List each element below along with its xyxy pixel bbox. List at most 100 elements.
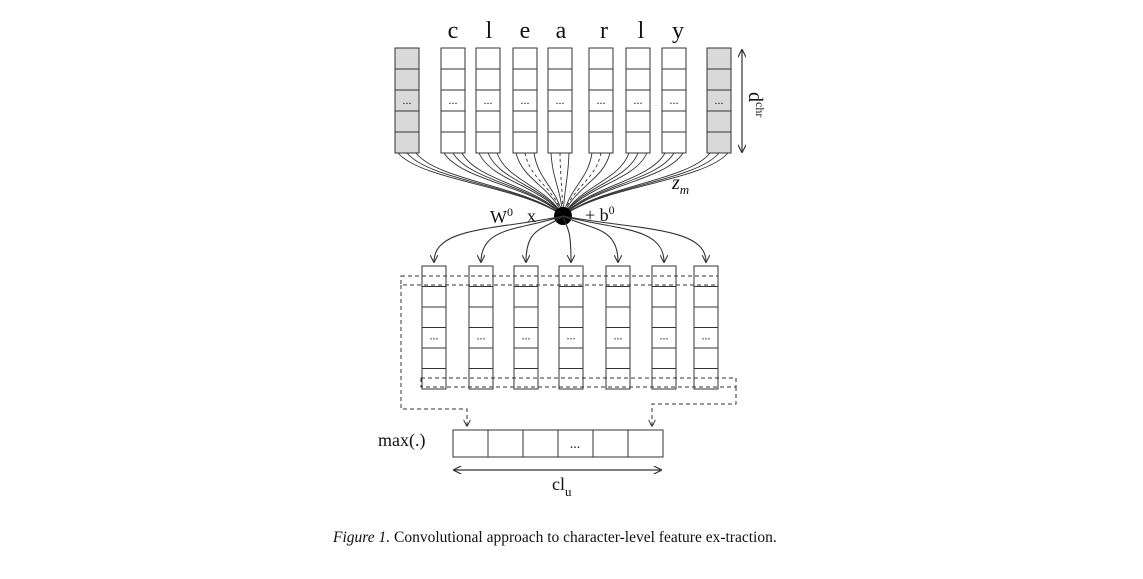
window-connection (562, 152, 648, 217)
char-embedding-column: ... (547, 47, 573, 154)
feature-cell (558, 347, 584, 369)
window-connection (515, 152, 564, 217)
feature-cell (693, 286, 719, 308)
feature-cell (693, 368, 719, 390)
feature-cell (693, 347, 719, 369)
char-label: e (520, 18, 531, 44)
first-row-selection (400, 275, 719, 286)
feature-cell (605, 306, 631, 328)
feature-cell (513, 347, 539, 369)
cell-ellipsis: ... (477, 329, 486, 343)
char-embedding-column: ... (440, 47, 466, 154)
embedding-cell (512, 47, 538, 70)
cell-ellipsis: ... (556, 93, 565, 107)
feature-cell (651, 306, 677, 328)
char-label: l (638, 18, 645, 44)
feature-cell (693, 306, 719, 328)
embedding-cell (440, 47, 466, 70)
char-label: c (448, 18, 459, 44)
embedding-cell (625, 68, 651, 91)
cell-ellipsis: ... (660, 329, 669, 343)
embedding-cell (588, 110, 614, 133)
window-connection (562, 152, 729, 217)
feature-map-column: ... (558, 265, 584, 390)
feature-cell (605, 368, 631, 390)
feature-cell (558, 368, 584, 390)
embedding-cell (440, 131, 466, 154)
window-connection (562, 152, 639, 217)
window-connection (478, 152, 564, 217)
embedding-cell (625, 110, 651, 133)
embedding-cell (475, 131, 501, 154)
feature-map-column: ... (421, 265, 447, 390)
feature-map-arrows (434, 215, 706, 262)
feature-map-columns: ..................... (421, 265, 719, 390)
embedding-cell (588, 131, 614, 154)
feature-cell (421, 347, 447, 369)
padding-column: ... (394, 47, 420, 154)
char-label: a (556, 18, 567, 44)
feature-map-column: ... (605, 265, 631, 390)
cell-ellipsis: ... (522, 329, 531, 343)
feature-cell (558, 286, 584, 308)
feature-cell (558, 306, 584, 328)
feature-map-column: ... (468, 265, 494, 390)
cell-ellipsis: ... (484, 93, 493, 107)
figure-caption: Figure 1. Convolutional approach to char… (333, 527, 803, 549)
feature-cell (421, 306, 447, 328)
feature-map-column: ... (651, 265, 677, 390)
embedding-cell (547, 68, 573, 91)
cell-ellipsis: ... (567, 329, 576, 343)
embedding-cell (440, 110, 466, 133)
dimension-arrow: dchr (742, 50, 767, 152)
last-row-path (652, 387, 737, 426)
embedding-cell (394, 47, 420, 70)
times-label: x (527, 206, 536, 226)
window-connection (452, 152, 564, 217)
feature-map-column: ... (513, 265, 539, 390)
first-row-path (400, 285, 467, 426)
feature-arrow (526, 215, 564, 262)
feature-cell (651, 286, 677, 308)
char-embedding-column: ... (475, 47, 501, 154)
feature-cell (468, 368, 494, 390)
cell-ellipsis: ... (449, 93, 458, 107)
window-connection (397, 152, 564, 217)
char-label: r (600, 18, 608, 44)
bias-label: + b0 (585, 203, 615, 225)
window-connection (461, 152, 564, 217)
embedding-cell (625, 131, 651, 154)
char-embedding-column: ... (588, 47, 614, 154)
embedding-cell (394, 68, 420, 91)
embedding-cell (661, 110, 687, 133)
embedding-cell (512, 131, 538, 154)
window-label: zm (671, 172, 689, 197)
window-connection (562, 152, 611, 217)
feature-arrow (434, 215, 564, 262)
window-connection (415, 152, 564, 217)
embedding-cell (547, 47, 573, 70)
window-connection (524, 152, 564, 217)
char-label: l (486, 18, 493, 44)
output-cell (592, 429, 629, 458)
window-connection (562, 152, 684, 217)
char-embedding-column: ... (661, 47, 687, 154)
output-cell (522, 429, 559, 458)
embedding-cell (706, 131, 732, 154)
embedding-cell (440, 68, 466, 91)
last-row-selection (420, 377, 737, 388)
window-connection (487, 152, 564, 217)
input-embedding-columns: ........................... (394, 47, 732, 154)
embedding-cell (512, 110, 538, 133)
convolution-window-connections (397, 152, 729, 217)
cell-ellipsis: ... (614, 329, 623, 343)
cell-ellipsis: ... (521, 93, 530, 107)
caption-label: Figure 1. (333, 529, 391, 546)
window-connection (406, 152, 564, 217)
padding-column: ... (706, 47, 732, 154)
max-pooling-selection (400, 275, 737, 426)
feature-cell (468, 306, 494, 328)
output-vector-ellipsis: ... (570, 437, 581, 452)
output-cell (452, 429, 489, 458)
